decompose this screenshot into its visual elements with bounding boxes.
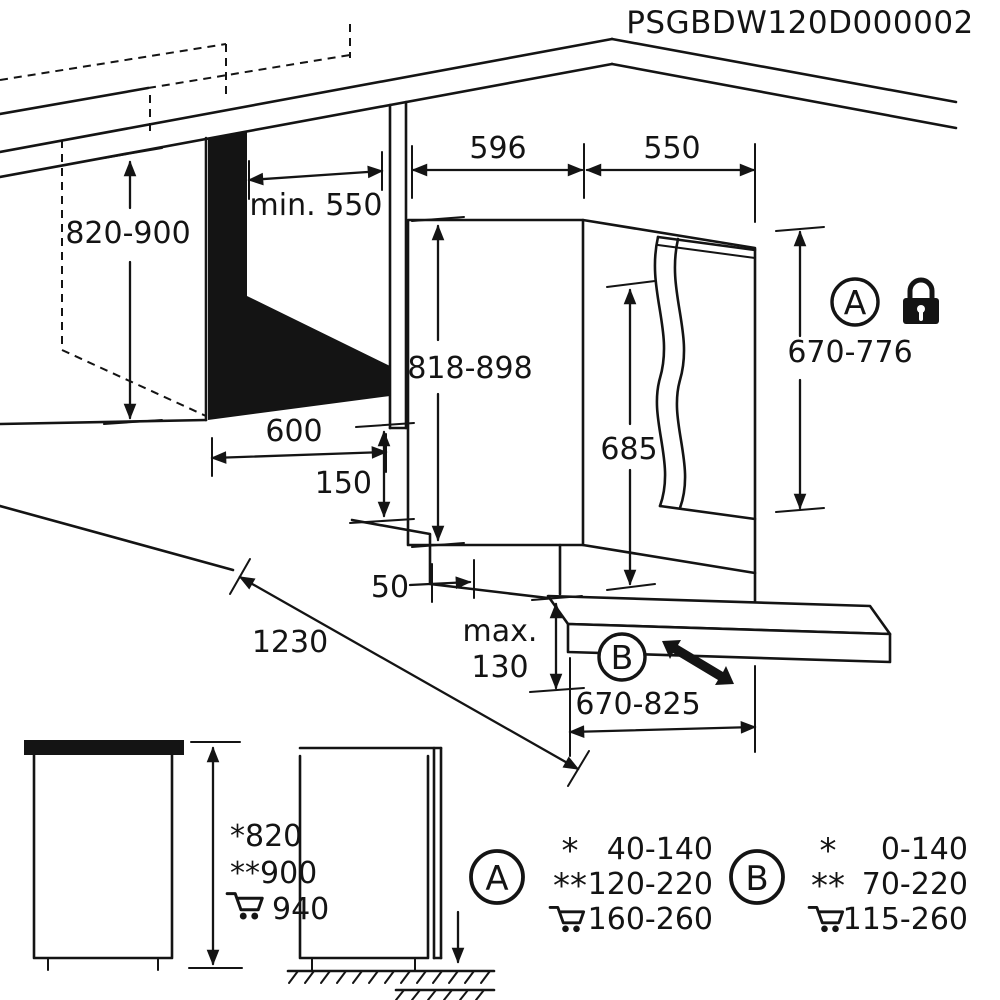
- dim-door-open-label: 670-825: [575, 687, 700, 722]
- dim-unit-height: 818-898: [407, 216, 533, 548]
- door-decor-panel: [653, 235, 757, 521]
- dim-niche-height: 820-900: [65, 147, 191, 425]
- cart-icon: [548, 905, 586, 934]
- star-symbol: *: [562, 831, 579, 871]
- legend-b-letter: B: [745, 859, 768, 899]
- dim-max-plinth: max. 130: [463, 595, 585, 693]
- marker-a-letter: A: [844, 283, 867, 322]
- page-title: PSGBDW120D000002: [626, 5, 974, 41]
- double-star-symbol: **: [553, 866, 587, 906]
- dim-unit-width: 596: [411, 131, 585, 199]
- marker-b-letter: B: [611, 638, 634, 677]
- dim-plinth-height-label: 150: [315, 466, 372, 501]
- legend-b-double-star-value: 70-220: [862, 867, 968, 902]
- door-slide-arrow-icon: [662, 640, 734, 685]
- marker-a: A: [830, 277, 880, 327]
- dim-max-value: 130: [471, 650, 528, 685]
- dim-unit-top-depth-label: 550: [643, 131, 700, 166]
- lock-icon: [903, 277, 939, 324]
- side-divider-panel: [388, 100, 408, 430]
- double-star-symbol: **: [811, 866, 845, 906]
- open-door-slab: [546, 594, 892, 664]
- star-symbol: *: [820, 831, 837, 871]
- legend-a-star-value: 40-140: [607, 832, 713, 867]
- legend-a-cart-value: 160-260: [588, 902, 713, 937]
- marker-b: B: [597, 632, 647, 682]
- dim-side-gap: 50: [371, 559, 475, 605]
- side-view-dishwasher: [298, 746, 465, 971]
- cart-icon: [225, 892, 264, 921]
- dim-door-open-depth: 670-825: [568, 657, 757, 757]
- cart-icon: [807, 905, 845, 934]
- dim-unit-height-label: 818-898: [407, 351, 532, 386]
- height-star-label: *820: [230, 819, 302, 854]
- dim-plinth-height: 150: [315, 422, 415, 524]
- dim-side-gap-label: 50: [371, 570, 409, 605]
- dim-total-depth: 1230: [229, 558, 590, 787]
- legend-b-cart-value: 115-260: [843, 902, 968, 937]
- dim-door-height: 685: [600, 280, 658, 591]
- dim-panel-height: 670-776: [775, 226, 913, 513]
- legend-a-double-star-value: 120-220: [588, 867, 713, 902]
- side-view-cabinet: [24, 740, 184, 971]
- legend-a-letter: A: [485, 859, 508, 899]
- legend-b: B * 0-140 ** 70-220 115-260: [729, 831, 968, 937]
- dim-door-height-label: 685: [600, 432, 657, 467]
- dim-panel-height-label: 670-776: [787, 335, 912, 370]
- dim-min-depth-label: min. 550: [250, 188, 383, 223]
- dim-min-depth: min. 550: [247, 151, 384, 223]
- dim-worktop-height: *820 **900 940: [188, 741, 329, 969]
- dim-niche-width-label: 600: [265, 414, 322, 449]
- legend-b-star-value: 0-140: [881, 832, 968, 867]
- dishwasher-box: [406, 218, 757, 603]
- niche-opening: [0, 131, 390, 426]
- legend-a: A * 40-140 ** 120-220 160-260: [469, 831, 713, 937]
- dim-unit-top-depth: 550: [585, 131, 756, 223]
- floor-lines: [0, 504, 550, 600]
- dim-max-label: max.: [463, 614, 538, 649]
- dim-niche-height-label: 820-900: [65, 216, 190, 251]
- dim-unit-width-label: 596: [469, 131, 526, 166]
- height-double-star-label: **900: [230, 856, 317, 891]
- worktop-lines: [0, 37, 958, 179]
- floor-hatch: [286, 969, 496, 1000]
- hidden-edges-dashed: [0, 24, 351, 417]
- dim-total-depth-label: 1230: [252, 625, 328, 660]
